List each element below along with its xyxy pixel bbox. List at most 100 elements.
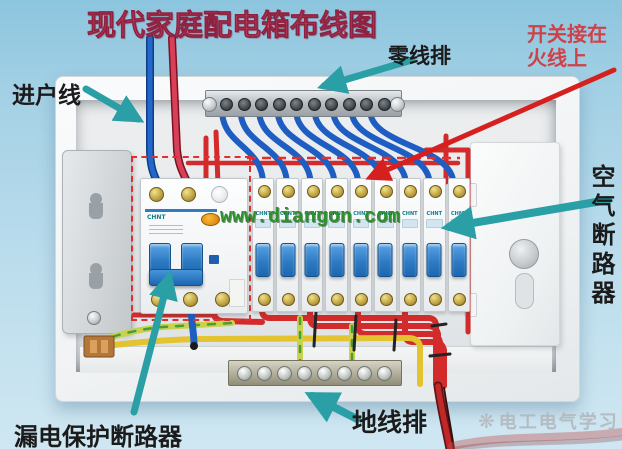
breaker-module: CHNT bbox=[325, 178, 348, 312]
neutral-bar-screw bbox=[325, 98, 338, 111]
spec-sticker bbox=[377, 219, 394, 228]
latch-knob bbox=[509, 239, 539, 269]
ground-bar-screw bbox=[357, 366, 372, 381]
toggle-handle bbox=[353, 243, 369, 277]
terminal-screw bbox=[404, 185, 418, 198]
terminal-screw bbox=[428, 185, 442, 198]
brand-label: CHNT bbox=[402, 211, 418, 217]
toggle-handle bbox=[329, 243, 345, 277]
air-breaker-arrow bbox=[440, 196, 612, 240]
neutral-wire bbox=[256, 107, 314, 187]
brand-stripe bbox=[145, 209, 217, 212]
watermark-logo-icon: ❋ bbox=[478, 409, 495, 433]
brand-label: CHNT bbox=[353, 211, 369, 217]
terminal-screw bbox=[428, 293, 442, 306]
terminal-screw bbox=[257, 293, 271, 306]
spec-sticker bbox=[279, 219, 296, 228]
leakage-breaker-arrow bbox=[130, 269, 178, 416]
neutral-bar-screw bbox=[307, 98, 321, 111]
brand-watermark: ❋ 电工电气学习 bbox=[478, 408, 619, 434]
brand-label: CHNT bbox=[147, 214, 166, 221]
highlight-dashed-outline bbox=[131, 156, 251, 321]
toggle-handle bbox=[402, 243, 418, 277]
ground-bar-screw bbox=[277, 366, 292, 381]
terminal-screw bbox=[355, 185, 369, 198]
terminal-screw bbox=[331, 293, 345, 306]
neutral-bar-screw bbox=[360, 98, 373, 111]
toggle-handle bbox=[426, 243, 442, 277]
breaker-module: CHNT bbox=[300, 178, 324, 312]
neutral-bar-arrow bbox=[316, 56, 416, 94]
terminal-screw bbox=[282, 185, 296, 198]
spec-sticker bbox=[328, 219, 345, 228]
terminal-screw bbox=[183, 292, 198, 307]
terminal-screw bbox=[453, 185, 467, 198]
switch-on-live-line1: 开关接在 bbox=[527, 22, 607, 46]
spec-sticker bbox=[255, 219, 272, 228]
neutral-wire bbox=[330, 107, 409, 187]
neutral-bar-label: 零线排 bbox=[388, 44, 451, 68]
neutral-bar-screw bbox=[377, 98, 391, 111]
neutral-bar-screw bbox=[290, 98, 303, 111]
breaker-module: CHNT bbox=[374, 178, 397, 312]
ground-bar-screw bbox=[317, 366, 332, 381]
ground-bar-label: 地线排 bbox=[352, 408, 428, 437]
terminal-screw bbox=[215, 292, 230, 307]
leakage-protection-breaker: CHNT bbox=[140, 178, 248, 314]
ground-bar-screw bbox=[337, 366, 352, 381]
terminal-screw bbox=[379, 293, 393, 306]
ground-bus-bar bbox=[228, 360, 402, 386]
air-breaker-label: 空气断路器 bbox=[587, 164, 615, 309]
neutral-bus-bar bbox=[202, 90, 405, 117]
terminal-screw bbox=[181, 187, 196, 202]
toggle-handle bbox=[280, 243, 296, 277]
incoming-line-label: 进户线 bbox=[12, 83, 81, 109]
neutral-bar-screw bbox=[255, 98, 268, 111]
neutral-wire bbox=[274, 107, 338, 187]
toggle-handle bbox=[451, 243, 467, 277]
brand-watermark-text: 电工电气学习 bbox=[498, 412, 619, 433]
neutral-bar-screw bbox=[220, 98, 233, 111]
brand-label: CHNT bbox=[426, 211, 442, 217]
terminal-screw bbox=[149, 187, 164, 202]
spec-sticker bbox=[401, 219, 419, 228]
keyhole-slot bbox=[89, 263, 103, 289]
toggle-handle bbox=[304, 243, 320, 277]
earth-terminal-block bbox=[83, 335, 115, 358]
toggle-handle bbox=[255, 243, 271, 277]
keyhole-slot bbox=[89, 193, 103, 219]
breaker-module: CHNT bbox=[252, 178, 275, 312]
terminal-screw bbox=[331, 185, 345, 198]
reset-button bbox=[201, 213, 220, 226]
terminal-screw bbox=[379, 185, 393, 198]
switch-on-live-line2: 火线上 bbox=[527, 46, 587, 70]
cable-ties bbox=[312, 310, 452, 358]
live-wire-arrow bbox=[365, 67, 617, 181]
neutral-bar-screw bbox=[237, 98, 251, 111]
indicator-window bbox=[209, 255, 219, 264]
switch-on-live-label: 开关接在 火线上 bbox=[527, 22, 607, 70]
neutral-wire bbox=[348, 107, 433, 187]
diagram-title: 现代家庭配电箱布线图 bbox=[86, 8, 378, 43]
breaker-module: CHNT bbox=[398, 178, 422, 312]
brand-label: CHNT bbox=[377, 211, 394, 217]
left-mounting-bracket bbox=[62, 150, 132, 334]
breaker-module: CHNT bbox=[423, 178, 446, 312]
ground-bar-arrow bbox=[304, 392, 361, 423]
ground-bar-screw bbox=[377, 366, 392, 381]
breaker-module: CHNT bbox=[349, 178, 373, 312]
spec-sticker bbox=[303, 219, 321, 228]
bar-end-screw bbox=[202, 97, 217, 112]
terminal-screw bbox=[404, 293, 418, 306]
terminal-screw bbox=[306, 185, 320, 198]
terminal-screw bbox=[257, 185, 271, 198]
toggle-handle bbox=[377, 243, 393, 277]
bar-end-screw bbox=[390, 97, 405, 112]
neutral-wire bbox=[367, 107, 457, 187]
terminal-screw bbox=[306, 293, 320, 306]
leakage-breaker-label: 漏电保护断路器 bbox=[14, 423, 182, 449]
ground-bar-screw bbox=[257, 366, 272, 381]
outgoing-cable bbox=[433, 381, 622, 449]
